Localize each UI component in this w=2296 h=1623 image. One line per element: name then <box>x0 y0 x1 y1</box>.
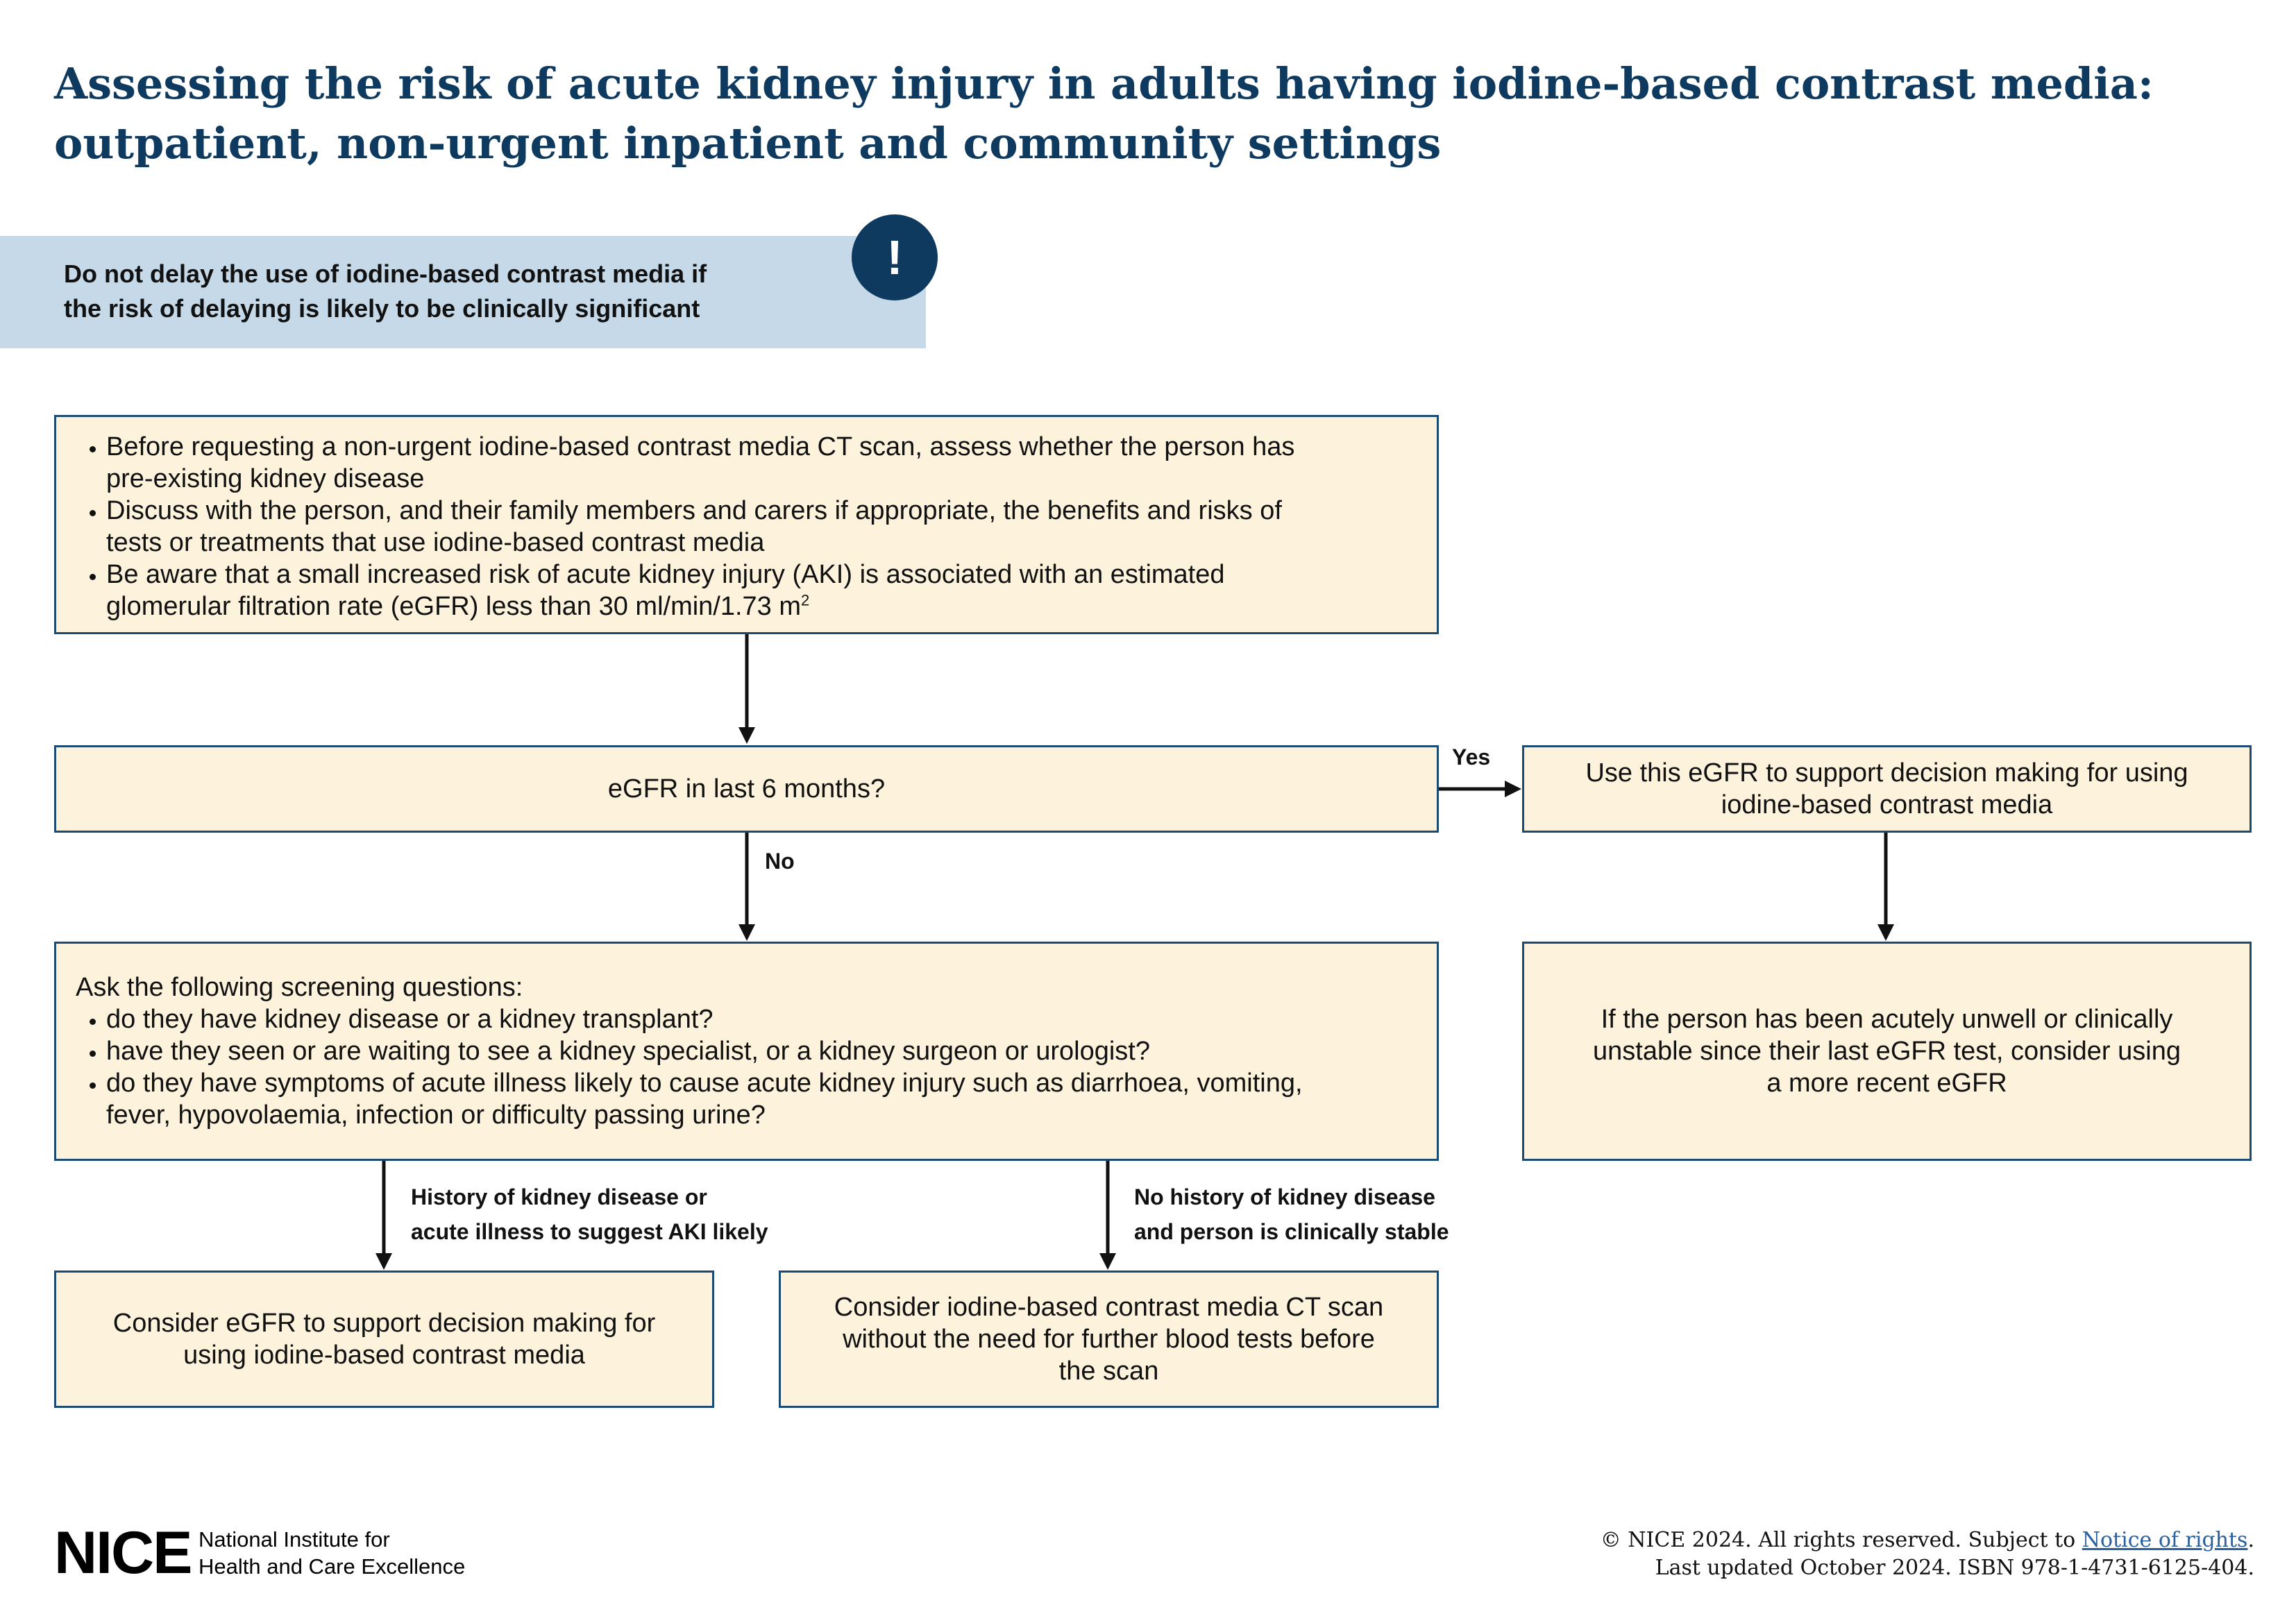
consider-ct-line-3: the scan <box>1058 1357 1159 1386</box>
intro-item-1-line-1: Before requesting a non-urgent iodine-ba… <box>106 432 1295 461</box>
egfr-question-text: eGFR in last 6 months? <box>607 774 886 804</box>
arrowhead-intro-to-egfr <box>738 727 755 744</box>
consider-egfr-line-1: Consider eGFR to support decision making… <box>112 1309 656 1338</box>
title-line-2: outpatient, non-urgent inpatient and com… <box>54 118 1442 169</box>
box-use-egfr: Use this eGFR to support decision making… <box>1522 745 2252 833</box>
screening-item-1: do they have kidney disease or a kidney … <box>106 1003 1416 1035</box>
superscript-2: 2 <box>801 591 810 609</box>
unwell-line-3: a more recent eGFR <box>1766 1069 2007 1098</box>
screening-item-2: have they seen or are waiting to see a k… <box>106 1035 1416 1067</box>
arrowhead-use-to-unwell <box>1877 924 1894 941</box>
alert-line-1: Do not delay the use of iodine-based con… <box>64 260 707 288</box>
arrowhead-egfr-to-screening <box>738 924 755 941</box>
nice-logo: NICE <box>54 1520 192 1586</box>
intro-item-2-line-2: tests or treatments that use iodine-base… <box>106 528 765 557</box>
use-egfr-line-2: iodine-based contrast media <box>1721 790 2053 819</box>
footer-copyright: © NICE 2024. All rights reserved. Subjec… <box>1601 1527 2254 1582</box>
consider-ct-line-1: Consider iodine-based contrast media CT … <box>834 1293 1384 1322</box>
page-title: Assessing the risk of acute kidney injur… <box>54 54 2206 173</box>
screening-item-3-line-1: do they have symptoms of acute illness l… <box>106 1069 1303 1098</box>
alert-text: Do not delay the use of iodine-based con… <box>64 257 827 326</box>
box-consider-egfr: Consider eGFR to support decision making… <box>54 1271 714 1408</box>
screening-list: do they have kidney disease or a kidney … <box>63 1003 1416 1131</box>
use-egfr-line-1: Use this eGFR to support decision making… <box>1585 758 2188 788</box>
org-name: National Institute for Health and Care E… <box>199 1526 465 1580</box>
notice-of-rights-link[interactable]: Notice of rights <box>2082 1528 2248 1552</box>
copyright-line: © NICE 2024. All rights reserved. Subjec… <box>1601 1527 2254 1554</box>
box-screening: Ask the following screening questions: d… <box>54 942 1439 1161</box>
label-yes: Yes <box>1452 740 1490 774</box>
intro-item-2: Discuss with the person, and their famil… <box>106 495 1416 559</box>
label-history-line-1: History of kidney disease or <box>411 1184 707 1209</box>
label-no-history-line-1: No history of kidney disease <box>1134 1184 1435 1209</box>
arrowhead-screening-to-consider-egfr <box>375 1253 392 1270</box>
copyright-period: . <box>2247 1528 2254 1552</box>
box-egfr-question: eGFR in last 6 months? <box>54 745 1439 833</box>
title-line-1: Assessing the risk of acute kidney injur… <box>54 58 2154 109</box>
alert-line-2: the risk of delaying is likely to be cli… <box>64 294 700 323</box>
screening-lead: Ask the following screening questions: <box>76 973 523 1002</box>
box-unwell: If the person has been acutely unwell or… <box>1522 942 2252 1161</box>
intro-item-3: Be aware that a small increased risk of … <box>106 559 1416 622</box>
alert-banner: Do not delay the use of iodine-based con… <box>0 236 926 348</box>
screening-item-3-line-2: fever, hypovolaemia, infection or diffic… <box>106 1101 766 1130</box>
label-no-history: No history of kidney disease and person … <box>1134 1180 1449 1249</box>
label-no-text: No <box>765 849 795 874</box>
consider-egfr-line-2: using iodine-based contrast media <box>183 1341 585 1370</box>
exclamation-icon: ! <box>852 214 938 300</box>
label-no-history-line-2: and person is clinically stable <box>1134 1219 1449 1244</box>
intro-item-1-line-2: pre-existing kidney disease <box>106 464 425 493</box>
copyright-text: © NICE 2024. All rights reserved. Subjec… <box>1600 1528 2082 1552</box>
label-no: No <box>765 844 795 878</box>
intro-item-3-line-2-text: glomerular filtration rate (eGFR) less t… <box>106 592 802 621</box>
intro-item-3-line-2: glomerular filtration rate (eGFR) less t… <box>106 590 1416 622</box>
intro-item-2-line-1: Discuss with the person, and their famil… <box>106 496 1282 525</box>
unwell-line-1: If the person has been acutely unwell or… <box>1601 1005 2173 1034</box>
label-yes-text: Yes <box>1452 745 1491 770</box>
box-intro: Before requesting a non-urgent iodine-ba… <box>54 415 1439 634</box>
arrowhead-screening-to-consider-ct <box>1099 1253 1116 1270</box>
label-history-line-2: acute illness to suggest AKI likely <box>411 1219 768 1244</box>
screening-item-1-line-1: do they have kidney disease or a kidney … <box>106 1005 714 1034</box>
org-line-1: National Institute for <box>199 1527 390 1552</box>
updated-line: Last updated October 2024. ISBN 978-1-47… <box>1655 1556 2254 1580</box>
screening-item-3: do they have symptoms of acute illness l… <box>106 1067 1416 1131</box>
org-line-2: Health and Care Excellence <box>199 1554 466 1579</box>
intro-list: Before requesting a non-urgent iodine-ba… <box>63 431 1416 622</box>
unwell-line-2: unstable since their last eGFR test, con… <box>1593 1037 2181 1066</box>
box-consider-ct: Consider iodine-based contrast media CT … <box>779 1271 1439 1408</box>
consider-ct-line-2: without the need for further blood tests… <box>843 1325 1375 1354</box>
label-history: History of kidney disease or acute illne… <box>411 1180 768 1249</box>
screening-item-2-line-1: have they seen or are waiting to see a k… <box>106 1037 1150 1066</box>
intro-item-3-line-1: Be aware that a small increased risk of … <box>106 560 1225 589</box>
intro-item-1: Before requesting a non-urgent iodine-ba… <box>106 431 1416 495</box>
arrowhead-egfr-to-use <box>1505 781 1521 797</box>
